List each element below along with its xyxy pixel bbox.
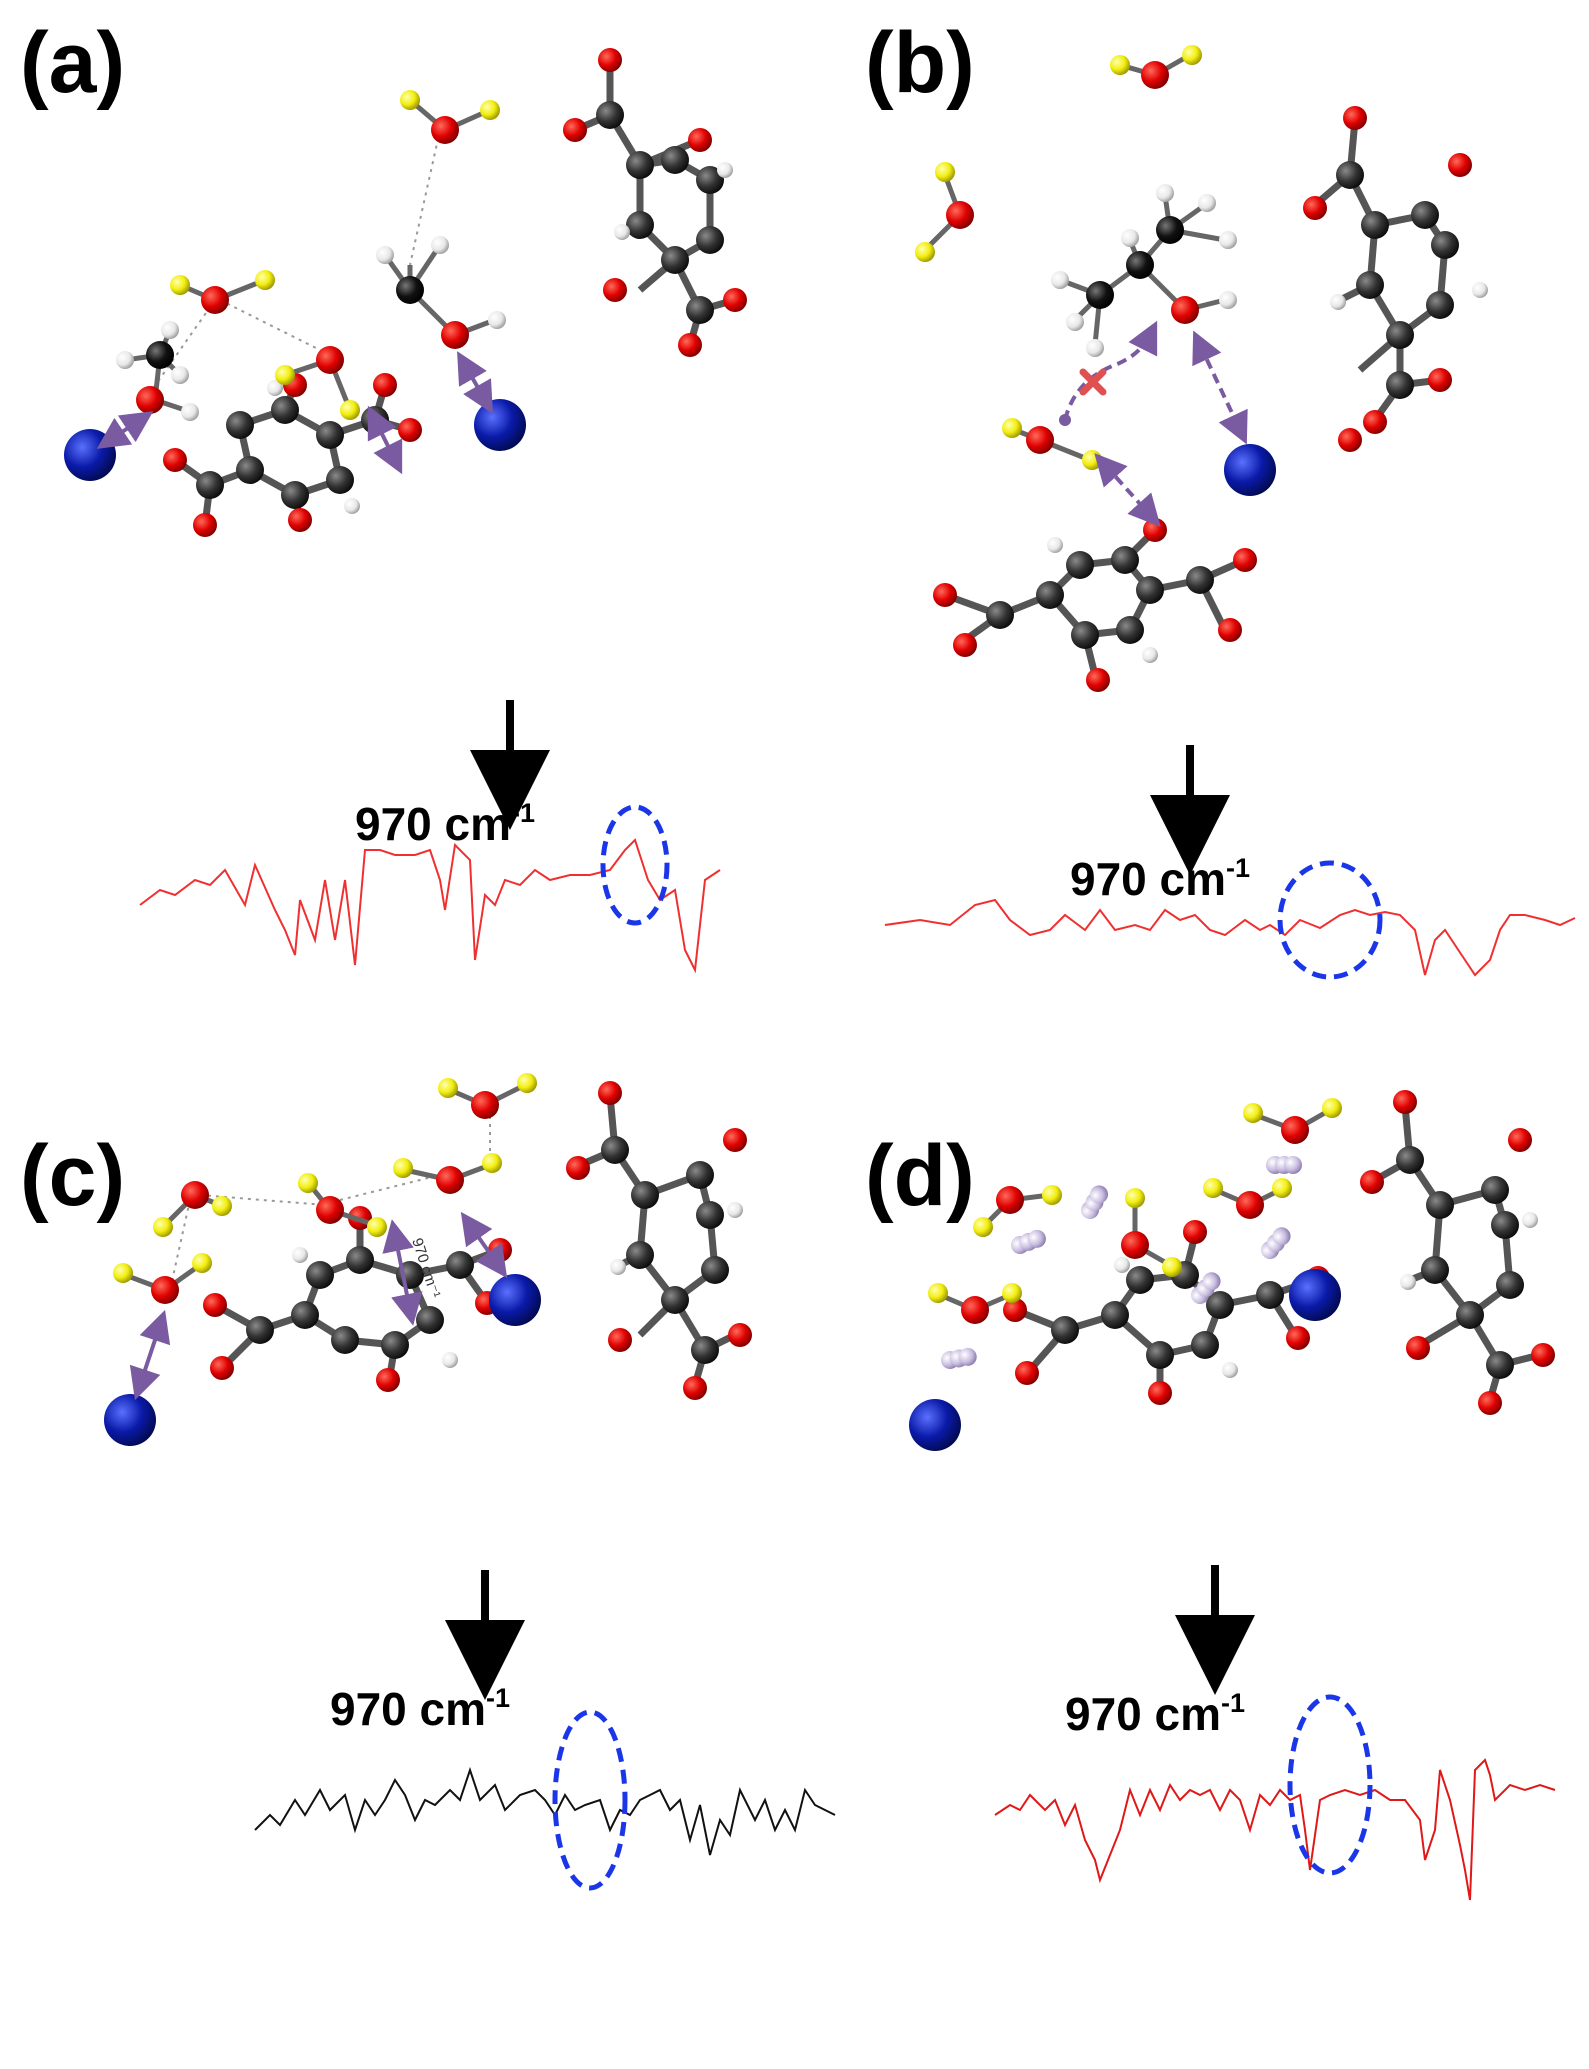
panel-label-b: (b) — [865, 15, 975, 111]
panel-b: (b) — [865, 15, 1576, 980]
spectrum-b — [884, 898, 1576, 977]
metal-ion-d1 — [909, 1399, 961, 1451]
terephthalate-molecule-lower-b — [933, 518, 1257, 692]
interaction-arrows-c — [129, 1211, 508, 1401]
spectrum-d — [994, 1758, 1556, 1901]
panel-label-c: (c) — [20, 1128, 125, 1224]
interaction-origin-dot-b — [1059, 414, 1071, 426]
solvent-cluster-d — [928, 1098, 1342, 1324]
panel-d: (d) — [865, 1090, 1556, 1901]
metal-ion-a1 — [64, 429, 116, 481]
panel-c: (c) — [20, 1073, 836, 1891]
terephthalate-molecule-upper-c — [566, 1081, 752, 1400]
gas-molecules-d — [941, 1156, 1302, 1369]
metal-ion-b — [1224, 444, 1276, 496]
blocked-cross-icon — [1079, 368, 1107, 396]
highlight-circle-d — [1287, 1694, 1373, 1876]
metal-ion-d2 — [1289, 1269, 1341, 1321]
interaction-arrows-a — [96, 351, 493, 475]
terephthalate-molecule-upper — [563, 48, 747, 357]
peak-label-d: 970 cm-1 — [1065, 1688, 1245, 1740]
terephthalate-molecule-lower — [163, 373, 422, 537]
peak-label-b: 970 cm-1 — [1070, 853, 1250, 905]
terephthalate-molecule-lower-d — [1003, 1220, 1330, 1405]
panel-label-a: (a) — [20, 15, 125, 111]
panel-a: (a) — [20, 15, 747, 974]
highlight-circle-a — [600, 804, 670, 926]
metal-ion-c2 — [489, 1274, 541, 1326]
solvent-cluster-b — [915, 45, 1237, 470]
highlight-circle-c — [552, 1709, 628, 1891]
interaction-arrows-b — [1063, 320, 1248, 527]
terephthalate-molecule-upper-d — [1360, 1090, 1555, 1415]
panel-label-d: (d) — [865, 1128, 975, 1224]
solvent-cluster-c — [113, 1073, 537, 1304]
highlight-circle-b — [1277, 860, 1383, 980]
solvent-cluster-a — [116, 90, 506, 421]
terephthalate-molecule-upper-b — [1303, 106, 1488, 452]
metal-ion-a2 — [474, 399, 526, 451]
peak-label-c: 970 cm-1 — [330, 1683, 510, 1735]
peak-label-a: 970 cm-1 — [355, 798, 535, 850]
terephthalate-molecule-lower-c — [203, 1206, 512, 1392]
metal-ion-c1 — [104, 1394, 156, 1446]
spectrum-a — [139, 838, 721, 974]
spectrum-c — [254, 1766, 836, 1856]
